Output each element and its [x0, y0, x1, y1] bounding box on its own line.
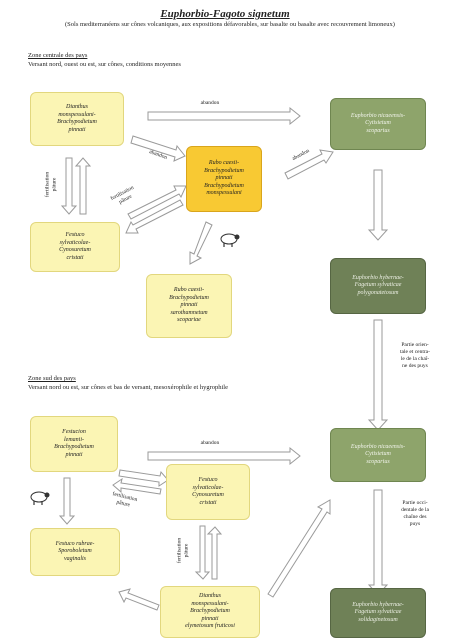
arrow-n1-n3 [60, 157, 78, 215]
node-n2: Rubo caesii- Brachypodietum pinnati Brac… [186, 146, 262, 212]
node-n8: Festuco sylvaticolae- Cynosuretum crista… [166, 464, 250, 520]
arrow-n10-n9 [118, 588, 160, 611]
side-label-west: Partie occi- dentale de la chaîne des pu… [401, 500, 429, 527]
arrow-n8-n10 [194, 525, 211, 580]
node-n1: Dianthus monspessulani- Brachypodietum p… [30, 92, 124, 146]
arrow-n2-n4 [189, 221, 213, 265]
arrow-n3-n2 [127, 185, 187, 220]
node-n9: Festuco rubrae- Sporoboletum vaginalis [30, 528, 120, 576]
arrow-n1-n2 [130, 135, 186, 162]
sheep-icon [220, 233, 240, 247]
sheep-icon [30, 491, 50, 505]
zone2-description: Versant nord ou est, sur cônes et bas de… [28, 384, 229, 391]
arrow-n7-n11 [147, 446, 301, 466]
arrow-n2-n5 [284, 149, 334, 180]
arrow-n10-n8 [206, 526, 223, 580]
arrow-n3-n1 [74, 157, 92, 215]
arrow-n10-n11 [267, 499, 331, 598]
node-n3: Festuco sylvaticolae- Cynosuretum crista… [30, 222, 120, 272]
diagram-title: Euphorbio-Fagoto signetum [160, 8, 290, 20]
arrow-n7-n9 [58, 477, 76, 525]
arrow-n8-n7 [112, 477, 162, 495]
label-fertilisation-1: fertilisation pâture [44, 171, 58, 198]
diagram-subtitle: (Sols mediterranéens sur cônes volcaniqu… [65, 21, 395, 28]
arrow-n2-n3 [125, 199, 184, 234]
node-n7: Festucion lemanii- Brachypodietum pinnat… [30, 416, 118, 472]
node-n10: Dianthus monspessulani- Brachypodietum p… [160, 586, 260, 638]
node-n6: Euphorbio hybernae- Fagetum sylvaticae p… [330, 258, 426, 314]
node-n12: Euphorbio hybernae- Fagetum sylvaticae s… [330, 588, 426, 638]
arrow-n6-n11 [367, 319, 389, 431]
zone1-heading: Zone centrale des pays [28, 52, 88, 59]
label-abandon-4: abandon [200, 440, 220, 446]
arrow-n7-n8 [118, 469, 169, 487]
node-n5: Euphorbio nicaeensis- Cytisietum scopari… [330, 98, 426, 150]
arrow-n11-n12 [367, 489, 389, 596]
node-n4: Rubo caesii- Brachypodietum pinnati saro… [146, 274, 232, 338]
side-label-east: Partie orien- tale et centra- le de la c… [400, 342, 430, 369]
node-n11: Euphorbio nicaeensis- Cytisietum scopari… [330, 428, 426, 482]
zone2-heading: Zone sud des pays [28, 375, 76, 382]
zone1-description: Versant nord, ouest ou est, sur cônes, c… [28, 61, 181, 68]
label-abandon-1: abandon [200, 100, 220, 106]
label-fertilisation-4: fertilisation pâture [176, 537, 190, 564]
arrow-n5-n6 [367, 169, 389, 241]
arrow-n1-n5 [147, 106, 301, 126]
